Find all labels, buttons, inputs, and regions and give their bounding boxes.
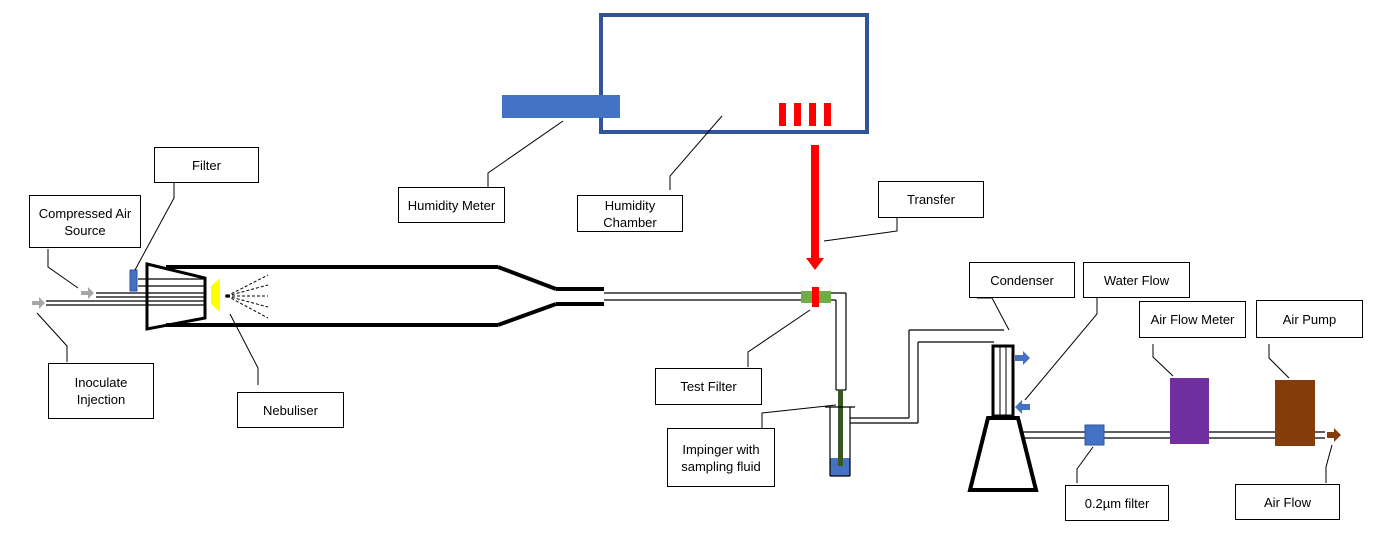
humidity-meter (502, 95, 620, 118)
nebuliser-spray (226, 274, 269, 319)
label-air-pump: Air Pump (1256, 300, 1363, 338)
filter-element (129, 269, 138, 292)
transfer-arrow (806, 145, 824, 270)
input-lines (46, 278, 205, 306)
label-nebuliser: Nebuliser (237, 392, 344, 428)
label-humidity-chamber: Humidity Chamber (577, 195, 683, 232)
impinger (825, 390, 855, 477)
condenser-pipe (850, 329, 1004, 424)
air-pump (1275, 380, 1315, 446)
humidity-chamber-box (599, 13, 869, 134)
inoculate-arrow (32, 297, 45, 309)
label-air-flow-meter: Air Flow Meter (1139, 301, 1246, 338)
label-test-filter: Test Filter (655, 368, 762, 405)
air-flow-arrow (1327, 428, 1341, 442)
condenser (967, 344, 1039, 492)
water-in-arrow (1015, 400, 1030, 414)
label-transfer: Transfer (878, 181, 984, 218)
label-water-flow: Water Flow (1083, 262, 1190, 298)
main-tube (166, 265, 604, 327)
filter-0-2um (1084, 424, 1105, 446)
label-inoculate-injection: Inoculate Injection (48, 363, 154, 419)
label-condenser: Condenser (969, 262, 1075, 298)
label-impinger: Impinger with sampling fluid (667, 428, 775, 487)
leader-lines (36, 115, 1333, 483)
label-compressed-air-source: Compressed Air Source (29, 195, 141, 248)
test-filter-red (812, 287, 819, 307)
heater-bars (779, 103, 831, 126)
label-filter-0-2um: 0.2µm filter (1065, 485, 1169, 521)
label-air-flow: Air Flow (1235, 484, 1340, 520)
water-out-arrow (1015, 351, 1030, 365)
nebuliser-element (211, 278, 220, 312)
label-humidity-meter: Humidity Meter (398, 187, 505, 223)
air-flow-meter (1170, 378, 1209, 444)
compressed-air-arrow (81, 287, 94, 299)
label-filter: Filter (154, 147, 259, 183)
nebuliser-housing (145, 262, 207, 331)
